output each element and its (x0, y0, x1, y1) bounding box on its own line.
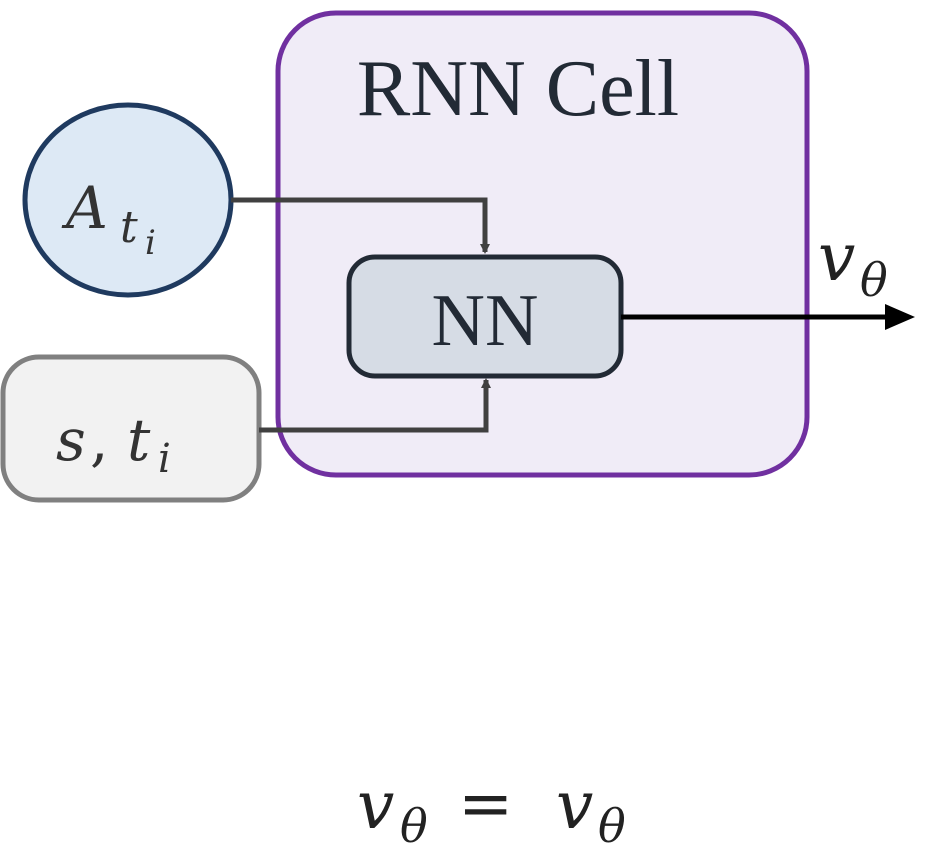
connector-st-to-nn (259, 378, 491, 433)
output-arrow-head (885, 304, 915, 330)
output-label: v θ (818, 219, 888, 307)
connector-a-to-nn (231, 197, 490, 254)
nn-label: NN (432, 280, 539, 362)
input-st-t: t (127, 406, 151, 474)
input-a-subsub: i (145, 223, 156, 263)
input-a-circle (22, 102, 234, 298)
input-a-sub: t (120, 202, 138, 253)
equation-rhs-sub: θ (598, 799, 626, 853)
input-a-label: A t i (61, 174, 156, 263)
input-st-s: s (56, 406, 86, 474)
input-a-base: A (61, 174, 108, 242)
input-st-sub: i (158, 436, 171, 482)
equation: v θ = v θ (357, 765, 626, 853)
equation-op: = (458, 765, 513, 842)
rnn-cell-title: RNN Cell (357, 45, 679, 133)
input-st-label: s , t i (56, 406, 171, 482)
output-base: v (818, 219, 855, 296)
equation-lhs-sub: θ (400, 799, 428, 853)
input-st-comma: , (90, 406, 108, 474)
equation-rhs-base: v (556, 767, 593, 844)
output-sub: θ (860, 253, 888, 307)
equation-lhs-base: v (357, 767, 394, 844)
